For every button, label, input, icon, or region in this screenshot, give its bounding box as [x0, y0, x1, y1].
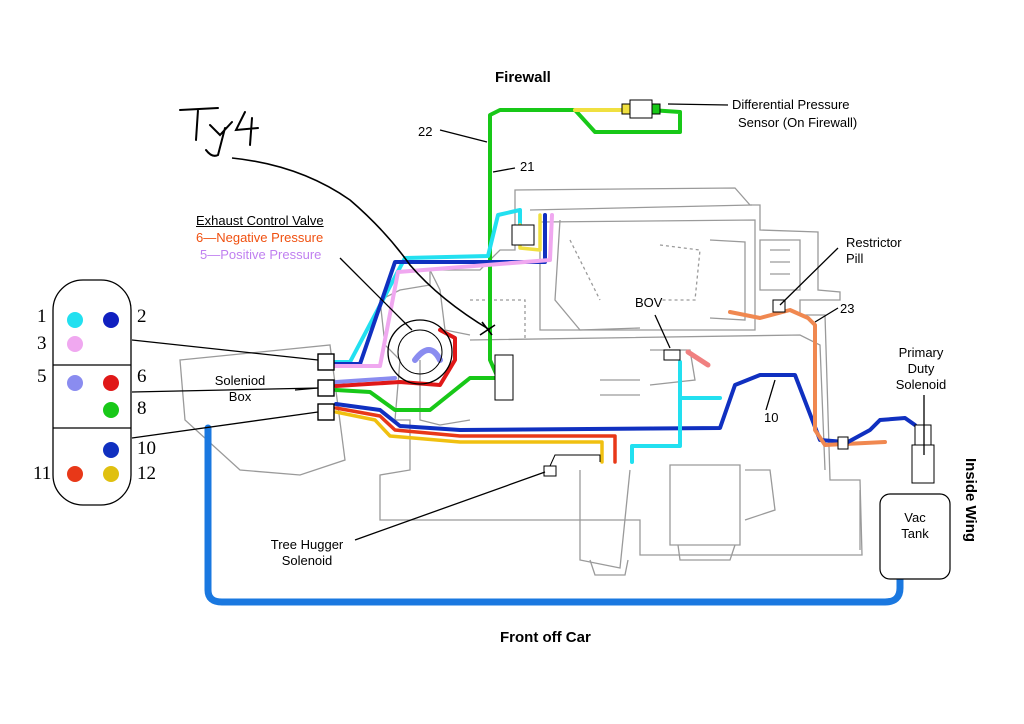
bov-label: BOV — [635, 295, 663, 310]
port-6-label: 6 — [137, 366, 147, 387]
diff-pressure-label-1: Differential Pressure — [732, 97, 850, 112]
engine-outline — [179, 187, 863, 576]
differential-pressure-sensor — [629, 99, 653, 119]
port-8-label: 8 — [137, 398, 147, 419]
hose-21-label: 21 — [520, 159, 535, 174]
soleniod-box-port-1 — [317, 353, 335, 371]
restrictor-label-2: Pill — [846, 251, 864, 266]
tree-hugger-label-2: Solenoid — [281, 553, 333, 568]
port-3-label: 3 — [37, 333, 47, 354]
vac-tank-label-2: Tank — [901, 526, 929, 541]
hose-23 — [728, 308, 887, 447]
hose-yellow-12 — [334, 410, 604, 464]
ecv-title: Exhaust Control Valve — [196, 213, 324, 228]
primary-label-1: Primary — [898, 345, 944, 360]
bov-fitting — [663, 349, 681, 361]
port-12-dot — [103, 466, 119, 482]
hose-blue-primary — [846, 416, 917, 444]
ecv-negative: 6—Negative Pressure — [196, 230, 324, 245]
port-5-label: 5 — [37, 366, 47, 387]
soleniod-box-port-2 — [317, 379, 335, 397]
hose-22 — [488, 108, 682, 217]
ecv-lavender — [412, 347, 443, 363]
hose-red-11 — [334, 406, 617, 464]
primary-duty-solenoid — [911, 444, 935, 484]
restrictor-label-1: Restrictor — [846, 235, 902, 250]
port-3-dot — [67, 336, 83, 352]
tree-hugger-solenoid — [543, 465, 557, 477]
firewall-label: Firewall — [495, 69, 551, 86]
port-11-dot — [67, 466, 83, 482]
vac-tank-label-1: Vac — [904, 510, 926, 525]
handwritten-annotation — [179, 107, 259, 157]
primary-label-2: Duty — [907, 361, 935, 376]
port-1-label: 1 — [37, 306, 47, 327]
hose-22-label: 22 — [418, 124, 433, 139]
hose-23-label: 23 — [840, 301, 855, 316]
diff-pressure-label-2: Sensor (On Firewall) — [738, 115, 858, 130]
vac-tank-hose — [204, 424, 904, 606]
soleniod-box-label-2: Box — [228, 389, 252, 404]
port-1-dot — [67, 312, 83, 328]
port-6-dot — [103, 375, 119, 391]
tree-hugger-label-1: Tree Hugger — [270, 537, 344, 552]
soleniod-box-port-3 — [317, 403, 335, 421]
port-12-label: 12 — [137, 463, 156, 484]
hose-cyan-bov — [630, 360, 682, 464]
hose-10-label: 10 — [764, 410, 779, 425]
port-11-label: 11 — [33, 463, 52, 484]
exhaust-control-valve — [387, 319, 453, 385]
port-10-dot — [103, 442, 119, 458]
vacuum-hoses — [204, 108, 917, 606]
hose-pink-3 — [333, 213, 554, 368]
hose-lavender-5 — [334, 376, 397, 384]
front-label: Front off Car — [500, 629, 591, 646]
solenoid-port-box — [52, 279, 132, 506]
hose-green-8 — [334, 376, 500, 412]
vac-tank — [879, 493, 951, 580]
port-2-label: 2 — [137, 306, 147, 327]
port-5-dot — [67, 375, 83, 391]
port-2-dot — [103, 312, 119, 328]
inside-wing-label: Inside Wing — [962, 458, 979, 543]
leader-lines — [131, 103, 925, 541]
hose-red-6 — [334, 328, 457, 388]
primary-label-3: Solenoid — [895, 377, 947, 392]
hose-salmon — [685, 349, 711, 368]
port-10-label: 10 — [137, 438, 156, 459]
ecv-positive: 5—Positive Pressure — [200, 247, 322, 262]
hose-blue-10 — [334, 373, 847, 444]
port-8-dot — [103, 402, 119, 418]
soleniod-box-label-1: Soleniod — [214, 373, 266, 388]
components — [317, 99, 951, 580]
